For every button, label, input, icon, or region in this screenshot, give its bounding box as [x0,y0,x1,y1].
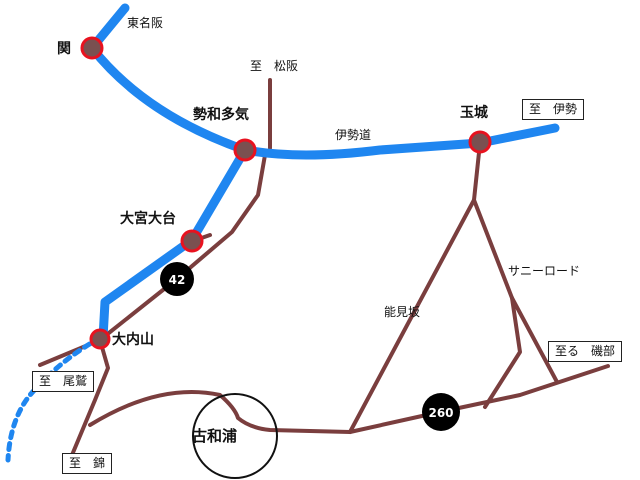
expressway-ise-do [240,123,560,160]
route-badge-42: 42 [160,262,194,296]
route-260-number: 260 [428,406,453,420]
station-omiyadai-label: 大宮大台 [120,211,176,227]
expressway-tomei-han [87,3,250,155]
road-label-ise-do: 伊勢道 [335,128,372,142]
station-markers [80,36,492,350]
route-badge-260: 260 [422,393,460,431]
route-42-number: 42 [169,273,186,287]
station-tamaki-label: 玉城 [460,105,488,121]
road-tamaki-sunny [472,198,559,384]
destination-ise-box: 至 伊勢 [522,99,585,120]
destination-matsusaka: 至 松阪 [250,59,299,73]
road-sunny-branch [483,296,522,409]
road-nishiki [70,338,110,457]
station-seiwataki-marker [233,138,257,162]
expressway-kisei [98,145,250,343]
destination-isobe-box: 至る 磯部 [548,341,623,362]
road-tamaki-nomizaka [348,141,482,434]
destination-owase-box: 至 尾鷲 [32,371,95,392]
station-seiwataki-label: 勢和多気 [193,107,249,123]
station-seki-marker [80,36,104,60]
place-kowaura-label: 古和浦 [192,427,238,445]
road-label-tomei-han: 東名阪 [127,16,164,30]
station-seki-label: 関 [57,41,71,57]
road-label-nomizaka: 能見坂 [384,305,421,319]
expressway [87,3,560,343]
expressway-dashed-extension [5,335,103,463]
station-tamaki-marker [468,130,492,154]
road-kowaura-loop [88,364,610,434]
road-label-sunny-road: サニーロード [508,264,581,278]
station-ouchiyama-label: 大内山 [112,332,154,348]
destination-nishiki-box: 至 錦 [62,453,113,474]
station-ouchiyama-marker [89,328,111,350]
station-omiyadai-marker [180,229,204,253]
kowaura-circle [192,393,278,479]
